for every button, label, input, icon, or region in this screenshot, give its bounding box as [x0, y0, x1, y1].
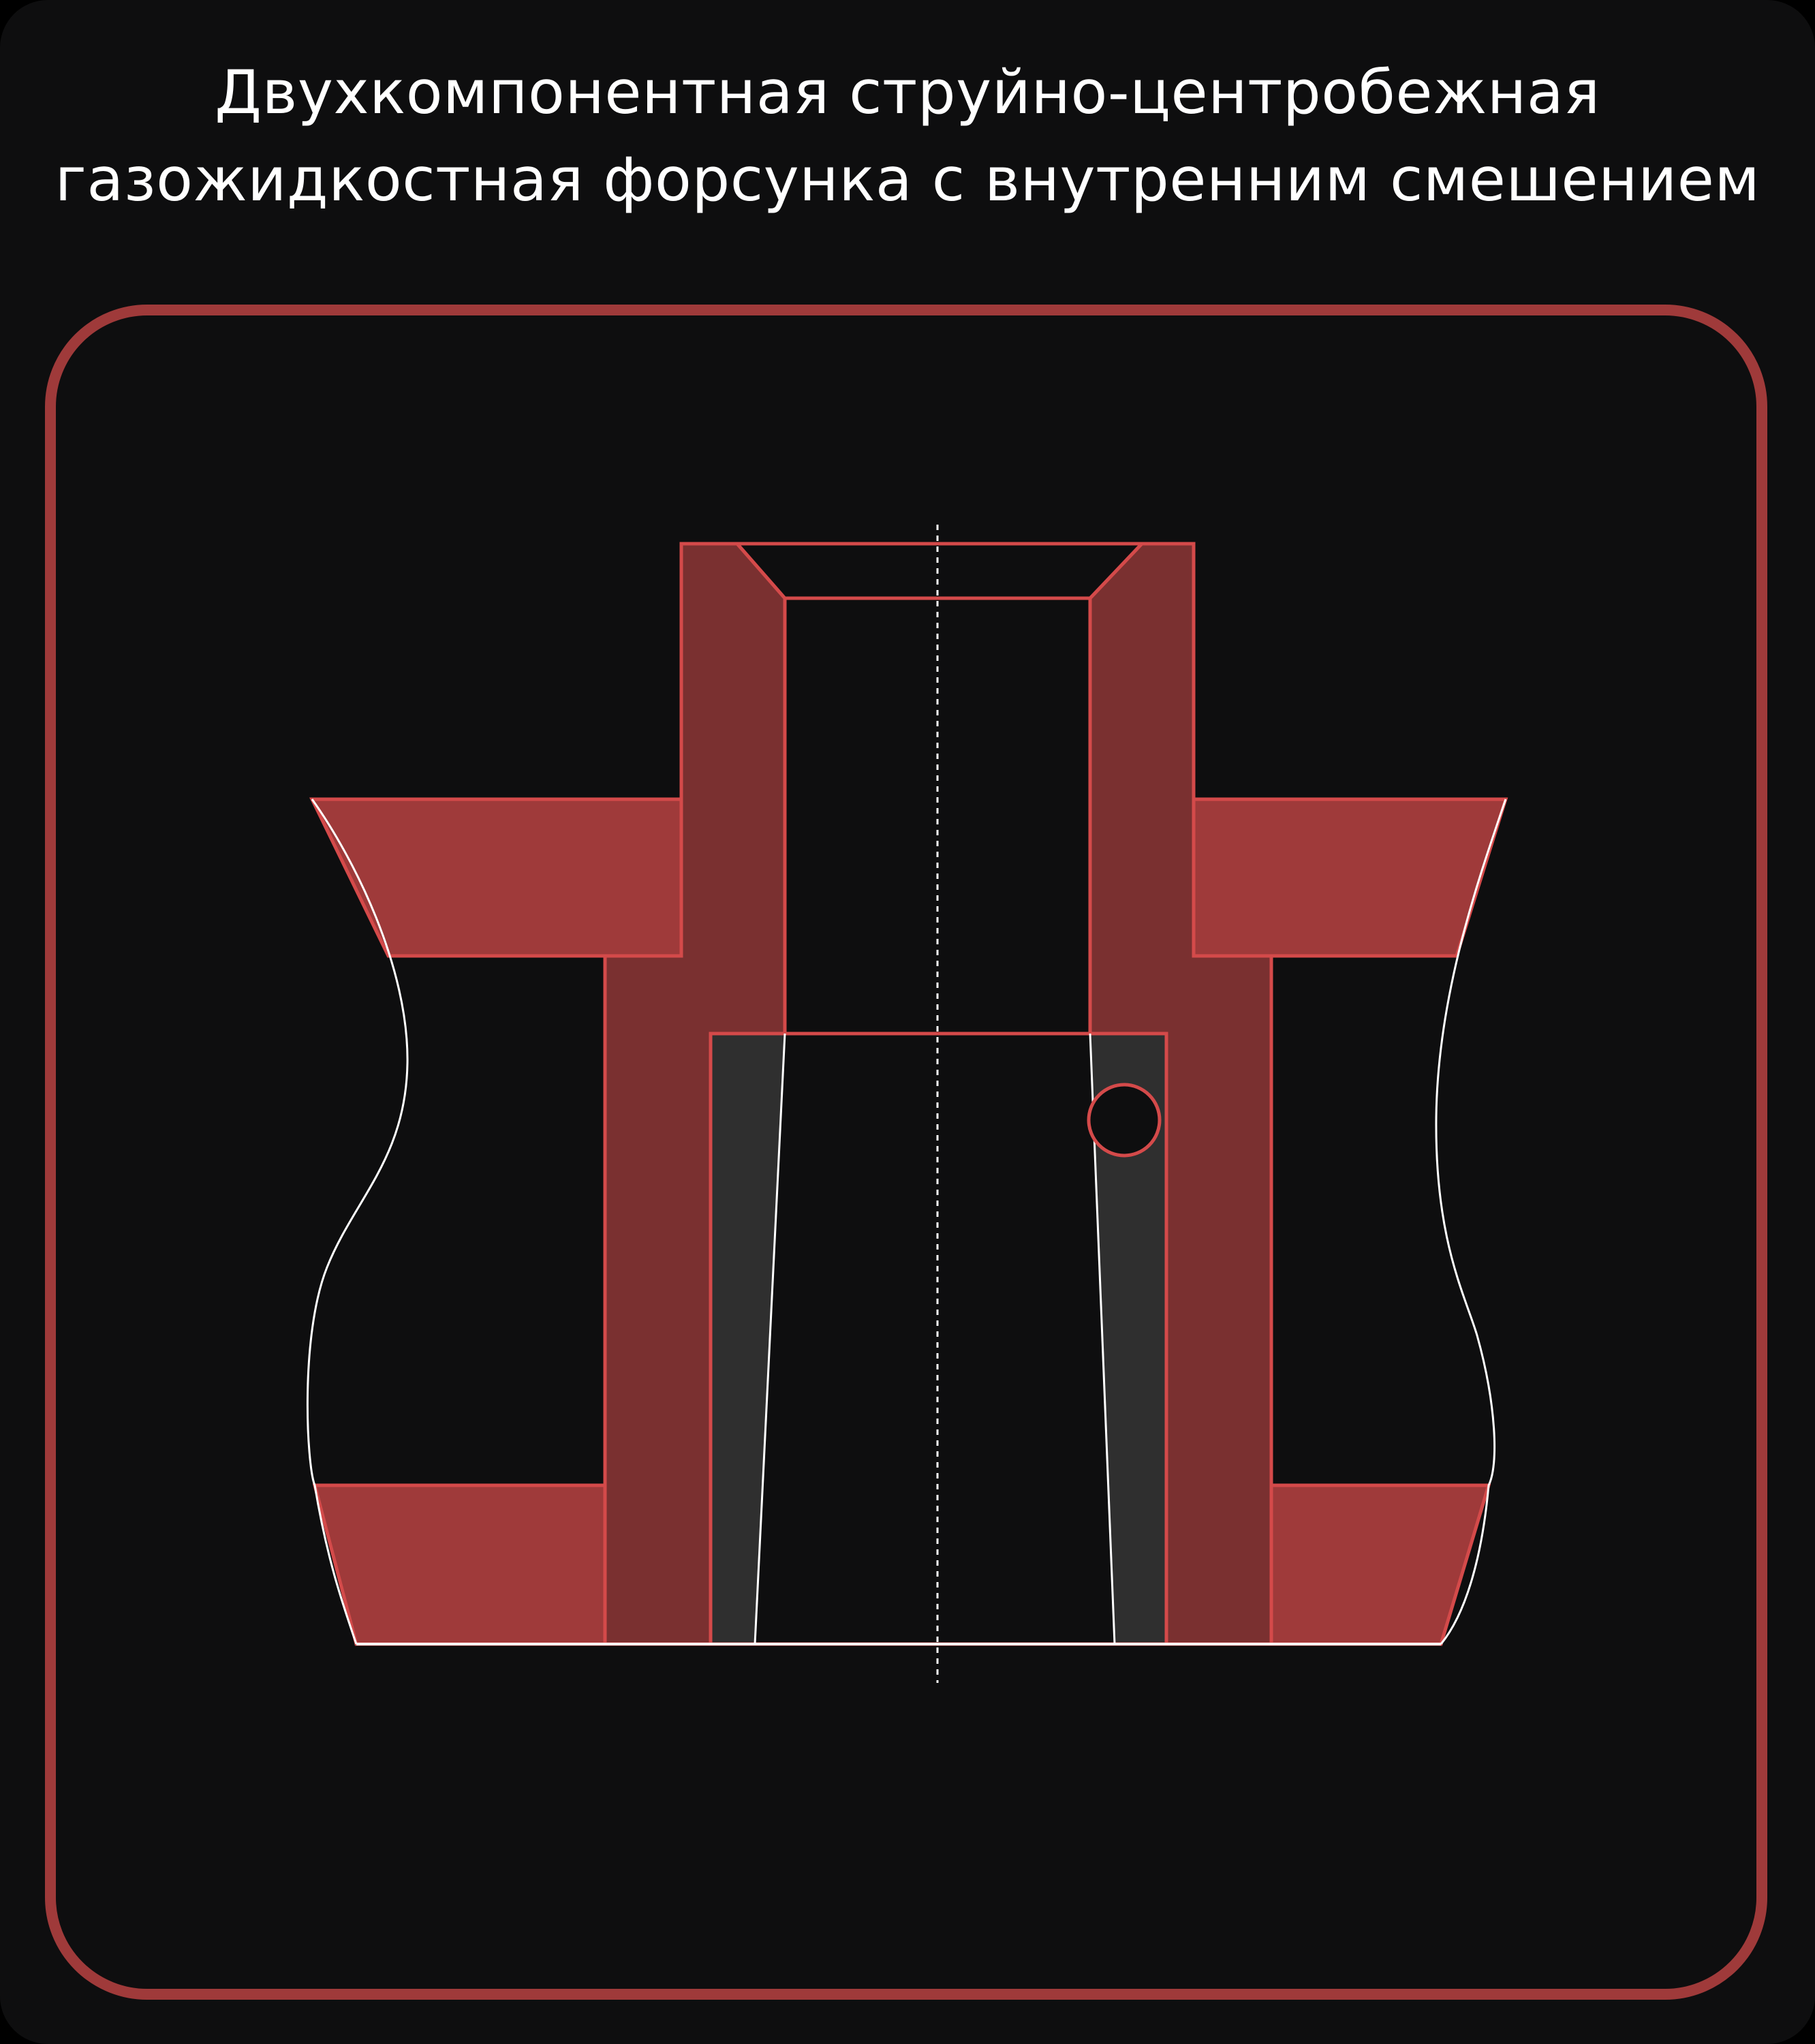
top-inlet-chamfer: [733, 542, 1146, 600]
right-upper-flange: [1192, 797, 1508, 958]
right-wavy-break-line: [1435, 799, 1507, 1645]
left-liner-wall: [711, 1034, 785, 1644]
tangential-inlet-hole: [1087, 1083, 1162, 1158]
central-gas-channel: [783, 596, 1092, 1036]
left-upper-flange: [309, 797, 683, 958]
left-wavy-break-line: [306, 799, 409, 1645]
left-cone-line: [754, 1033, 786, 1645]
diagram-title: Двухкомпонентная струйно-центробежная га…: [0, 49, 1815, 223]
left-lower-flange: [312, 1483, 607, 1646]
title-line-1: Двухкомпонентная струйно-центробежная: [215, 57, 1600, 127]
title-line-2: газожидкостная форсунка с внутренним сме…: [55, 144, 1760, 215]
diagram-frame: [45, 305, 1767, 2000]
